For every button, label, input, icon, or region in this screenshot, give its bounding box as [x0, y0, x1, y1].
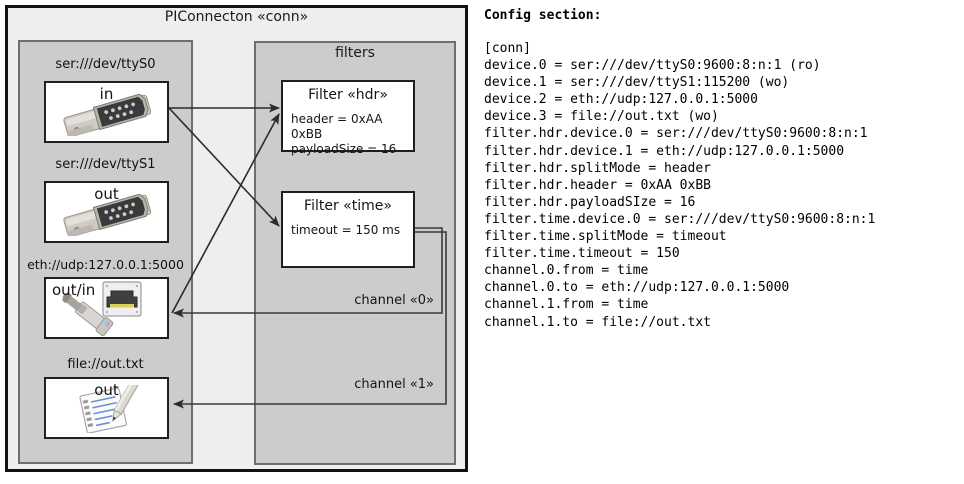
device-direction-label: out	[94, 185, 119, 203]
device-box-file[interactable]: out	[44, 377, 169, 439]
filter-prop: timeout = 150 ms	[291, 223, 401, 237]
config-section: Config section: [conn] device.0 = ser://…	[484, 0, 964, 484]
filter-title: Filter «hdr»	[308, 87, 388, 103]
channel-label-1: channel «1»	[354, 377, 434, 392]
device-box-ttys1[interactable]: out	[44, 181, 169, 243]
filter-properties: header = 0xAA 0xBB payloadSize = 16	[291, 112, 413, 157]
device-box-eth[interactable]: out/in	[44, 277, 169, 339]
filter-prop: payloadSize = 16	[291, 142, 397, 156]
filters-panel-title: filters	[335, 45, 375, 61]
architecture-diagram: PIConnecton «conn» filters ser:///dev/tt…	[0, 0, 478, 484]
device-direction-label: out/in	[52, 281, 96, 299]
device-direction-label: in	[99, 85, 114, 103]
filter-box-time[interactable]: Filter «time» timeout = 150 ms	[281, 191, 415, 268]
device-label-ttys0: ser:///dev/ttyS0	[55, 57, 156, 72]
serial-port-icon	[52, 93, 162, 140]
filter-properties: timeout = 150 ms	[291, 223, 413, 238]
filter-title: Filter «time»	[304, 198, 392, 214]
diagram-title: PIConnecton «conn»	[164, 9, 309, 25]
config-heading: Config section:	[484, 8, 602, 23]
device-box-ttys0[interactable]: in	[44, 81, 169, 143]
filter-prop: header = 0xAA 0xBB	[291, 112, 383, 141]
device-label-ttys1: ser:///dev/ttyS1	[55, 157, 156, 172]
serial-port-icon	[52, 193, 162, 240]
device-label-file: file://out.txt	[67, 357, 144, 372]
device-label-eth: eth://udp:127.0.0.1:5000	[27, 257, 184, 272]
device-direction-label: out	[94, 381, 119, 399]
config-text: [conn] device.0 = ser:///dev/ttyS0:9600:…	[484, 41, 876, 330]
ethernet-jack-icon	[59, 281, 159, 337]
filter-box-hdr[interactable]: Filter «hdr» header = 0xAA 0xBB payloadS…	[281, 80, 415, 156]
text-file-icon	[71, 379, 151, 437]
channel-label-0: channel «0»	[354, 293, 434, 308]
